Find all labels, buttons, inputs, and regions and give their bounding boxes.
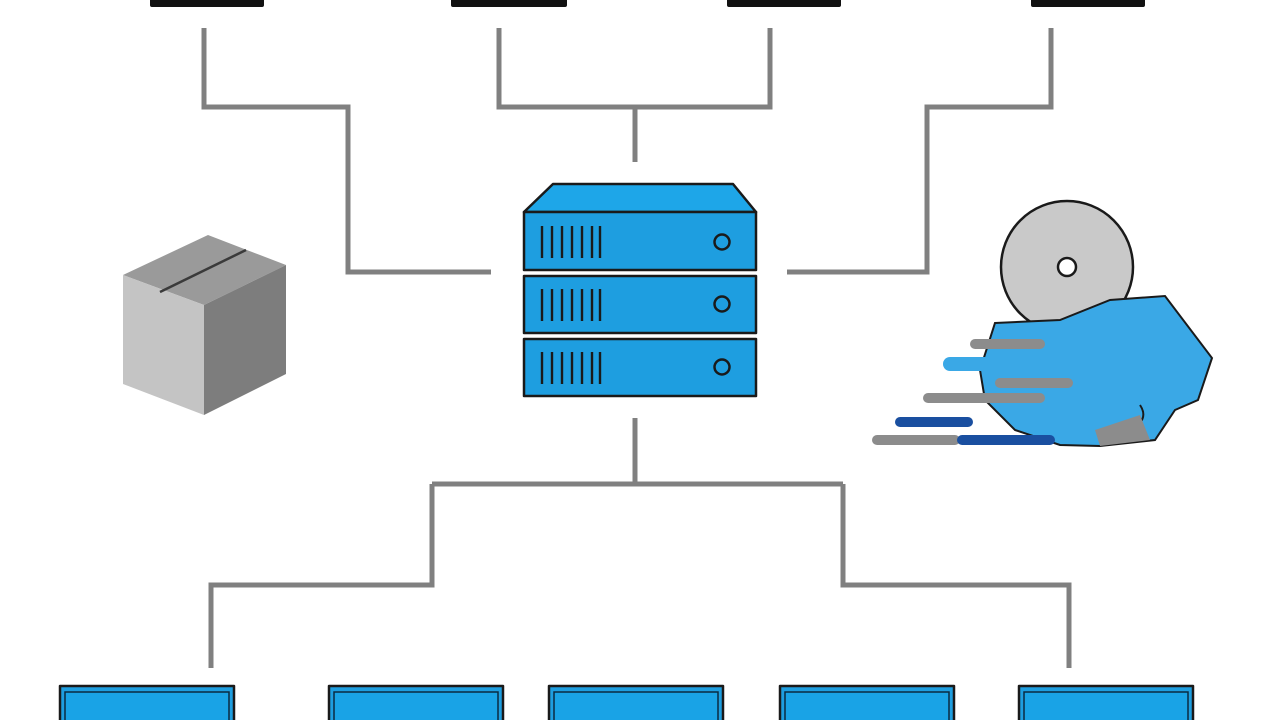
connector-bottom-right [840, 484, 1072, 668]
server-unit-1-led [713, 233, 731, 251]
server-unit-3-vents [540, 352, 602, 384]
box-tape [159, 248, 247, 294]
connector-top-right [787, 28, 1054, 275]
server-top-lid [522, 182, 758, 214]
server-unit-2-vents [540, 289, 602, 321]
server-unit-2-led [713, 295, 731, 313]
box-right-face [204, 265, 286, 415]
connector-bottom-left [208, 484, 435, 668]
top-device-4 [1031, 0, 1145, 7]
top-devices [150, 0, 1145, 7]
box-left-face [123, 275, 204, 415]
top-device-1 [150, 0, 264, 7]
connectors [201, 28, 1072, 668]
connector-top-center [496, 28, 773, 110]
monitor-1-screen [64, 691, 230, 720]
monitor-4-screen [784, 691, 950, 720]
box-icon [123, 235, 286, 415]
monitor-5-screen [1023, 691, 1189, 720]
monitor-2-screen [333, 691, 499, 720]
monitor-3-screen [553, 691, 719, 720]
connector-top-left [201, 28, 491, 275]
server-icon [522, 182, 758, 398]
hand-shadow [1095, 415, 1150, 446]
speed-lines [872, 339, 1073, 445]
hand-icon [978, 294, 1214, 448]
top-device-2 [451, 0, 567, 7]
disc-hole [1056, 256, 1078, 278]
fast-disc-delivery-icon [872, 199, 1214, 448]
bottom-monitors [58, 684, 1195, 720]
top-device-3 [727, 0, 841, 7]
server-unit-3-led [713, 358, 731, 376]
server-unit-1-vents [540, 226, 602, 258]
